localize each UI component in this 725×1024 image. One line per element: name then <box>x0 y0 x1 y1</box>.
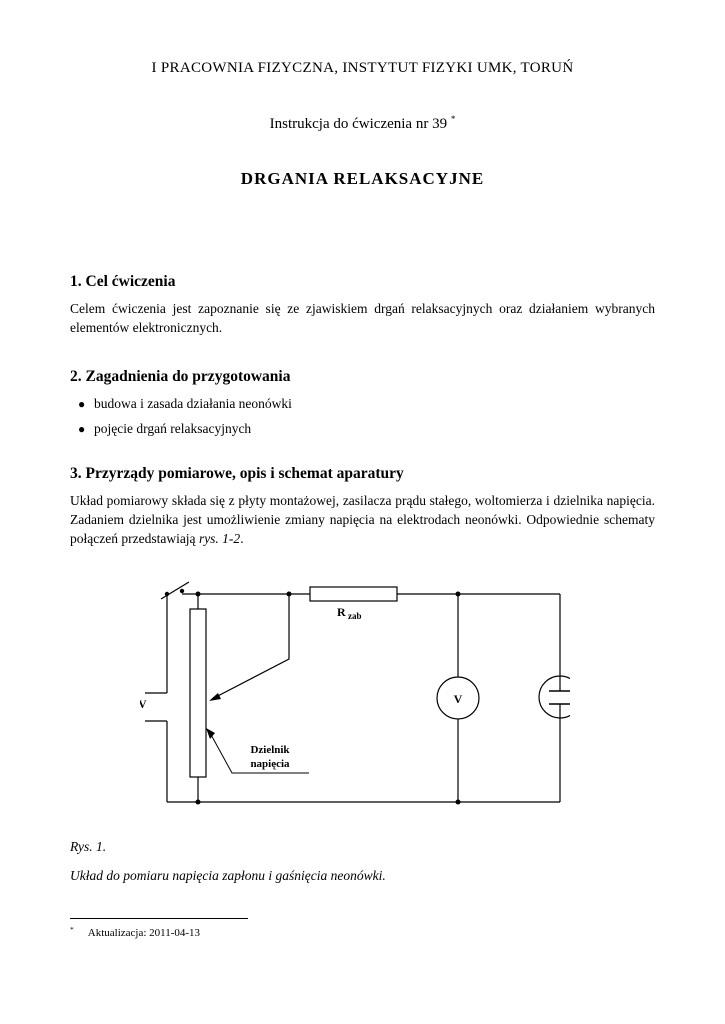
neon-lamp-symbol <box>538 675 582 719</box>
figure-caption-text: Układ do pomiaru napięcia zapłonu i gaśn… <box>70 867 386 883</box>
switch-terminal-dot <box>179 588 185 594</box>
voltmeter-symbol <box>436 676 480 720</box>
figure-reference: rys. 1-2 <box>198 530 241 546</box>
section-3-body: Układ pomiarowy składa się z płyty monta… <box>70 492 655 549</box>
switch-blade <box>160 581 190 600</box>
neon-lamp-envelope <box>538 675 582 719</box>
switch-terminal-dot <box>164 591 170 597</box>
list-item: ● budowa i zasada działania neonówki <box>70 396 655 412</box>
bullet-icon: ● <box>78 421 86 436</box>
topics-bullet-list: ● budowa i zasada działania neonówki ● poj… <box>70 396 655 437</box>
list-item-text: budowa i zasada działania neonówki <box>94 395 292 411</box>
footnote-rule <box>70 917 248 919</box>
junction-dots <box>195 591 461 805</box>
junction-dot <box>286 591 292 597</box>
resistor-label-subscript: zab <box>348 611 362 621</box>
junction-dot <box>195 591 201 597</box>
figure-caption-number: Rys. 1. <box>70 838 107 854</box>
footnote-mark: * <box>70 924 74 934</box>
junction-dot <box>455 799 461 805</box>
callout-line <box>208 730 309 774</box>
resistor-symbol <box>309 586 398 602</box>
section-3-heading: 3. Przyrządy pomiarowe, opis i schemat a… <box>70 465 404 483</box>
section-2-heading: 2. Zagadnienia do przygotowania <box>70 367 291 385</box>
instruction-text: Instrukcja do ćwiczenia nr 39 <box>269 116 448 132</box>
divider-label-line2: napięcia <box>250 758 290 770</box>
footnote-area: * Aktualizacja: 2011-04-13 <box>70 917 655 940</box>
bullet-icon: ● <box>78 396 86 411</box>
footnote-reference-mark: * <box>450 114 456 124</box>
footnote-text: Aktualizacja: 2011-04-13 <box>87 927 201 940</box>
voltmeter-label: V <box>454 692 463 706</box>
wiper-wire <box>211 593 290 700</box>
section-3-body-period: . <box>240 530 244 546</box>
voltage-source-labels: + 250V - <box>121 683 147 726</box>
divider-label-line1: Dzielnik <box>250 744 290 756</box>
switch-symbol <box>160 581 190 600</box>
callout-arrowhead-icon <box>206 727 215 739</box>
circuit-diagram: R zab V + <box>121 581 582 805</box>
voltage-label: 250V <box>140 699 147 711</box>
divider-callout: Dzielnik napięcia <box>206 727 309 774</box>
section-3-body-text: Układ pomiarowy składa się z płyty monta… <box>70 493 655 546</box>
section-1-heading: 1. Cel ćwiczenia <box>70 273 176 290</box>
potentiometer-symbol <box>189 608 207 778</box>
junction-dot <box>195 799 201 805</box>
section-1-body: Celem ćwiczenia jest zapoznanie się ze z… <box>70 301 655 335</box>
figure-1: R zab V + <box>121 579 582 814</box>
footnote: * Aktualizacja: 2011-04-13 <box>70 925 655 940</box>
wiper-arrowhead-icon <box>209 692 221 701</box>
junction-dot <box>455 591 461 597</box>
instruction-line: Instrukcja do ćwiczenia nr 39 * <box>70 114 655 133</box>
institute-line: I PRACOWNIA FIZYCZNA, INSTYTUT FIZYKI UM… <box>151 60 574 76</box>
page-title: DRGANIA RELAKSACYJNE <box>240 169 485 188</box>
list-item: ● pojęcie drgań relaksacyjnych <box>70 421 655 437</box>
resistor-label: R <box>337 605 346 619</box>
circuit-wires <box>145 593 561 803</box>
list-item-text: pojęcie drgań relaksacyjnych <box>94 420 252 436</box>
